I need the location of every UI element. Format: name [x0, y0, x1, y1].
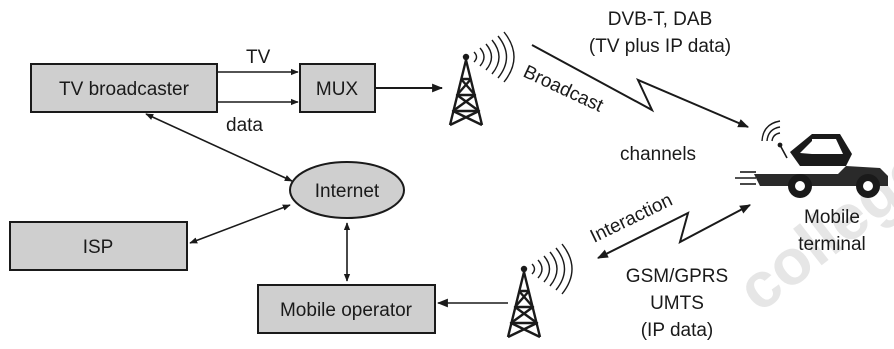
- mobile-terminal-label: Mobile: [804, 207, 860, 228]
- umts-label: UMTS: [650, 293, 704, 314]
- broadcaster-internet-arrow: [145, 113, 293, 182]
- isp-node: ISP: [9, 221, 188, 271]
- ip-data-label: (IP data): [641, 320, 714, 341]
- interaction-signal-arrow: [597, 204, 751, 259]
- isp-label: ISP: [83, 237, 114, 258]
- gsm-label: GSM/GPRS: [626, 266, 728, 287]
- interaction-label: Interaction: [587, 190, 676, 248]
- isp-internet-arrow: [189, 204, 291, 244]
- channels-label: channels: [620, 144, 696, 165]
- mobile-terminal-sublabel: terminal: [798, 234, 866, 255]
- car-icon: [735, 120, 888, 198]
- tv-label: TV: [246, 47, 271, 68]
- dvb-sublabel: (TV plus IP data): [589, 36, 731, 57]
- interaction-tower-icon: [506, 243, 573, 339]
- broadcast-label: Broadcast: [520, 61, 607, 116]
- mobile-operator-node: Mobile operator: [257, 284, 436, 334]
- internet-label: Internet: [315, 181, 380, 202]
- internet-node: Internet: [289, 161, 405, 219]
- tv-broadcaster-label: TV broadcaster: [59, 79, 190, 100]
- mux-node: MUX: [299, 63, 376, 113]
- mux-label: MUX: [316, 79, 359, 100]
- broadcast-signal-arrow: [531, 44, 750, 128]
- data-label: data: [226, 115, 263, 136]
- mobile-operator-label: Mobile operator: [280, 300, 413, 321]
- tv-broadcaster-node: TV broadcaster: [30, 63, 218, 113]
- broadcast-tower-icon: [448, 31, 515, 127]
- dvb-label: DVB-T, DAB: [608, 9, 713, 30]
